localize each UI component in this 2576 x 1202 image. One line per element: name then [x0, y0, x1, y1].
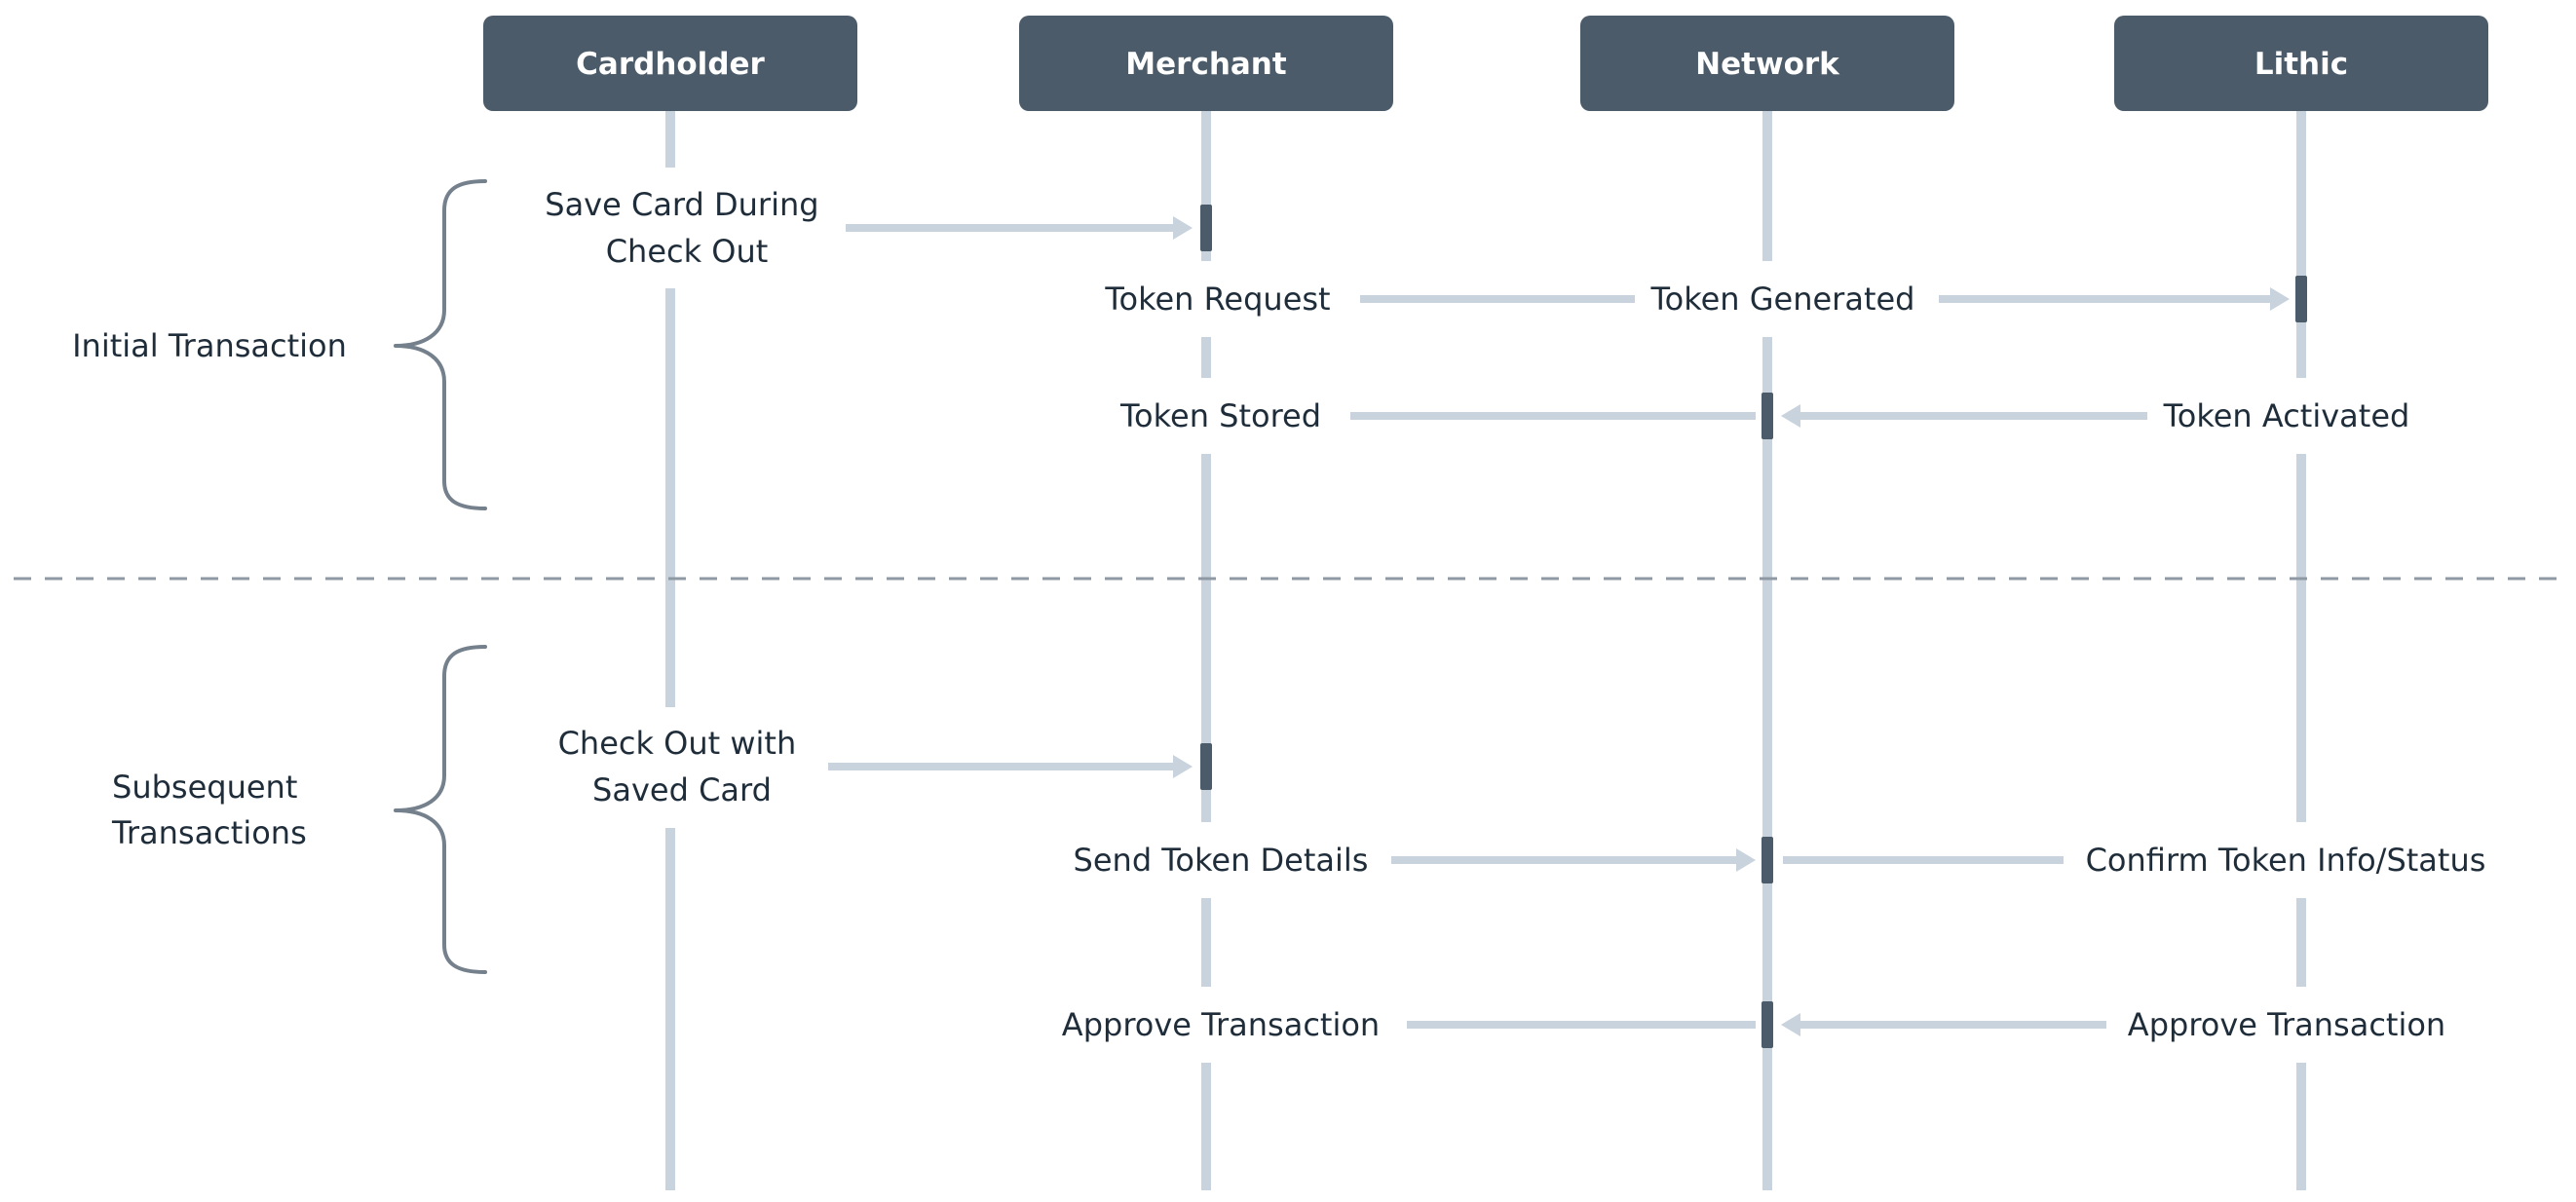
message-token-generated: Token Generated: [1635, 261, 1939, 337]
actor-box: [1580, 16, 1954, 111]
arrows: [828, 216, 2290, 1036]
message-label-line: Approve Transaction: [2128, 1006, 2445, 1043]
group-label-line: Initial Transaction: [72, 327, 347, 364]
message-label-line: Token Request: [1104, 281, 1330, 318]
message-box: [1635, 261, 1939, 337]
actor-box: [2114, 16, 2488, 111]
activation-bar-lithic-1: [2295, 276, 2307, 322]
message-box: [1056, 822, 1391, 898]
message-confirm-token-info: Confirm Token Info/Status: [2064, 822, 2512, 898]
actor-label: Merchant: [1125, 47, 1287, 82]
actor-label: Cardholder: [576, 47, 765, 82]
message-box: [528, 168, 846, 288]
arrow-token-activated-head: [1781, 404, 1800, 428]
message-label-line: Token Generated: [1650, 281, 1915, 318]
message-label: Confirm Token Info/Status: [2086, 842, 2486, 879]
group-initial-transaction: Initial Transaction: [72, 179, 487, 510]
actor-cardholder: Cardholder: [483, 16, 857, 111]
arrow-checkout-saved-head: [1173, 755, 1193, 778]
message-send-token-details: Send Token Details: [1056, 822, 1391, 898]
message-label-line: Send Token Details: [1074, 842, 1369, 879]
message-token-request: Token Request: [1083, 261, 1360, 337]
message-label: Token Activated: [2163, 397, 2410, 434]
message-label-line: Saved Card: [592, 771, 772, 808]
brace-initial-transaction: [394, 179, 487, 510]
message-label: Token Generated: [1650, 281, 1915, 318]
group-label-line: Subsequent: [112, 769, 297, 806]
message-label-line: Approve Transaction: [1062, 1006, 1380, 1043]
activation-bar-network-2: [1762, 837, 1773, 883]
message-label-line: Check Out: [606, 233, 769, 270]
message-boxes: Save Card During Check Out Token Request…: [528, 168, 2512, 1063]
actor-label: Lithic: [2254, 47, 2348, 82]
message-save-card: Save Card During Check Out: [528, 168, 846, 288]
message-label-line: Save Card During: [545, 186, 818, 223]
message-label: Token Stored: [1119, 397, 1321, 434]
actor-box: [483, 16, 857, 111]
message-label: Check Out with Saved Card: [558, 725, 807, 808]
group-subsequent-transactions: Subsequent Transactions: [111, 645, 487, 974]
message-label: Token Request: [1104, 281, 1330, 318]
message-label-line: Check Out with: [558, 725, 797, 762]
message-label-line: Token Activated: [2163, 397, 2410, 434]
actor-network: Network: [1580, 16, 1954, 111]
message-box: [1039, 987, 1407, 1063]
actor-merchant: Merchant: [1019, 16, 1393, 111]
message-label-line: Confirm Token Info/Status: [2086, 842, 2486, 879]
message-checkout-saved-card: Check Out with Saved Card: [548, 707, 828, 828]
activation-bar-network-3: [1762, 1001, 1773, 1048]
actor-label: Network: [1695, 47, 1840, 82]
message-box: [1083, 261, 1360, 337]
group-label-initial-transaction: Initial Transaction: [72, 327, 347, 364]
message-approve-transaction-lithic: Approve Transaction: [2106, 987, 2467, 1063]
message-approve-transaction-merchant: Approve Transaction: [1039, 987, 1407, 1063]
arrow-token-generated-head: [2270, 287, 2290, 311]
brace-subsequent-transactions: [394, 645, 487, 974]
message-label: Save Card During Check Out: [545, 186, 828, 270]
message-token-activated: Token Activated: [2147, 378, 2430, 454]
message-label: Approve Transaction: [2128, 1006, 2445, 1043]
message-box: [2106, 987, 2467, 1063]
group-label-subsequent-transactions: Subsequent Transactions: [111, 769, 308, 851]
message-box: [1099, 378, 1350, 454]
actors: Cardholder Merchant Network Lithic: [483, 16, 2488, 111]
group-label-line: Transactions: [111, 814, 307, 851]
activation-bars: [1200, 205, 2307, 1048]
message-token-stored: Token Stored: [1099, 378, 1350, 454]
message-box: [2064, 822, 2512, 898]
actor-box: [1019, 16, 1393, 111]
activation-bar-merchant-2: [1200, 743, 1212, 790]
arrow-save-card-head: [1173, 216, 1193, 240]
message-box: [548, 707, 828, 828]
arrow-send-token-head: [1736, 848, 1756, 872]
message-label: Send Token Details: [1074, 842, 1369, 879]
message-box: [2147, 378, 2430, 454]
actor-lithic: Lithic: [2114, 16, 2488, 111]
activation-bar-network-1: [1762, 393, 1773, 439]
arrow-approve-lithic-head: [1781, 1013, 1800, 1036]
message-label-line: Token Stored: [1119, 397, 1321, 434]
message-label: Approve Transaction: [1062, 1006, 1380, 1043]
activation-bar-merchant-1: [1200, 205, 1212, 251]
